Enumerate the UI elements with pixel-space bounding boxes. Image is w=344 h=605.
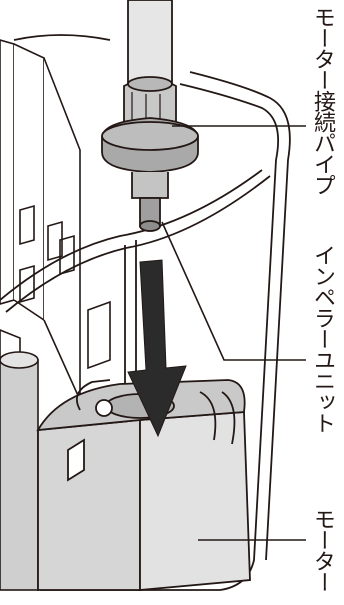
leader-lines: [161, 125, 306, 541]
panel-slots: [19, 204, 111, 370]
label-motor-connection-pipe: モーター接続パイプ: [310, 6, 335, 195]
label-impeller-unit: インペラーユニット: [310, 244, 335, 433]
side-cylinder: [0, 351, 39, 591]
insert-arrow: [127, 259, 187, 438]
motor-pipe: [101, 0, 199, 232]
motor-block: [36, 379, 251, 591]
leader-impeller: [161, 221, 306, 361]
label-motor: モーター: [310, 508, 335, 592]
